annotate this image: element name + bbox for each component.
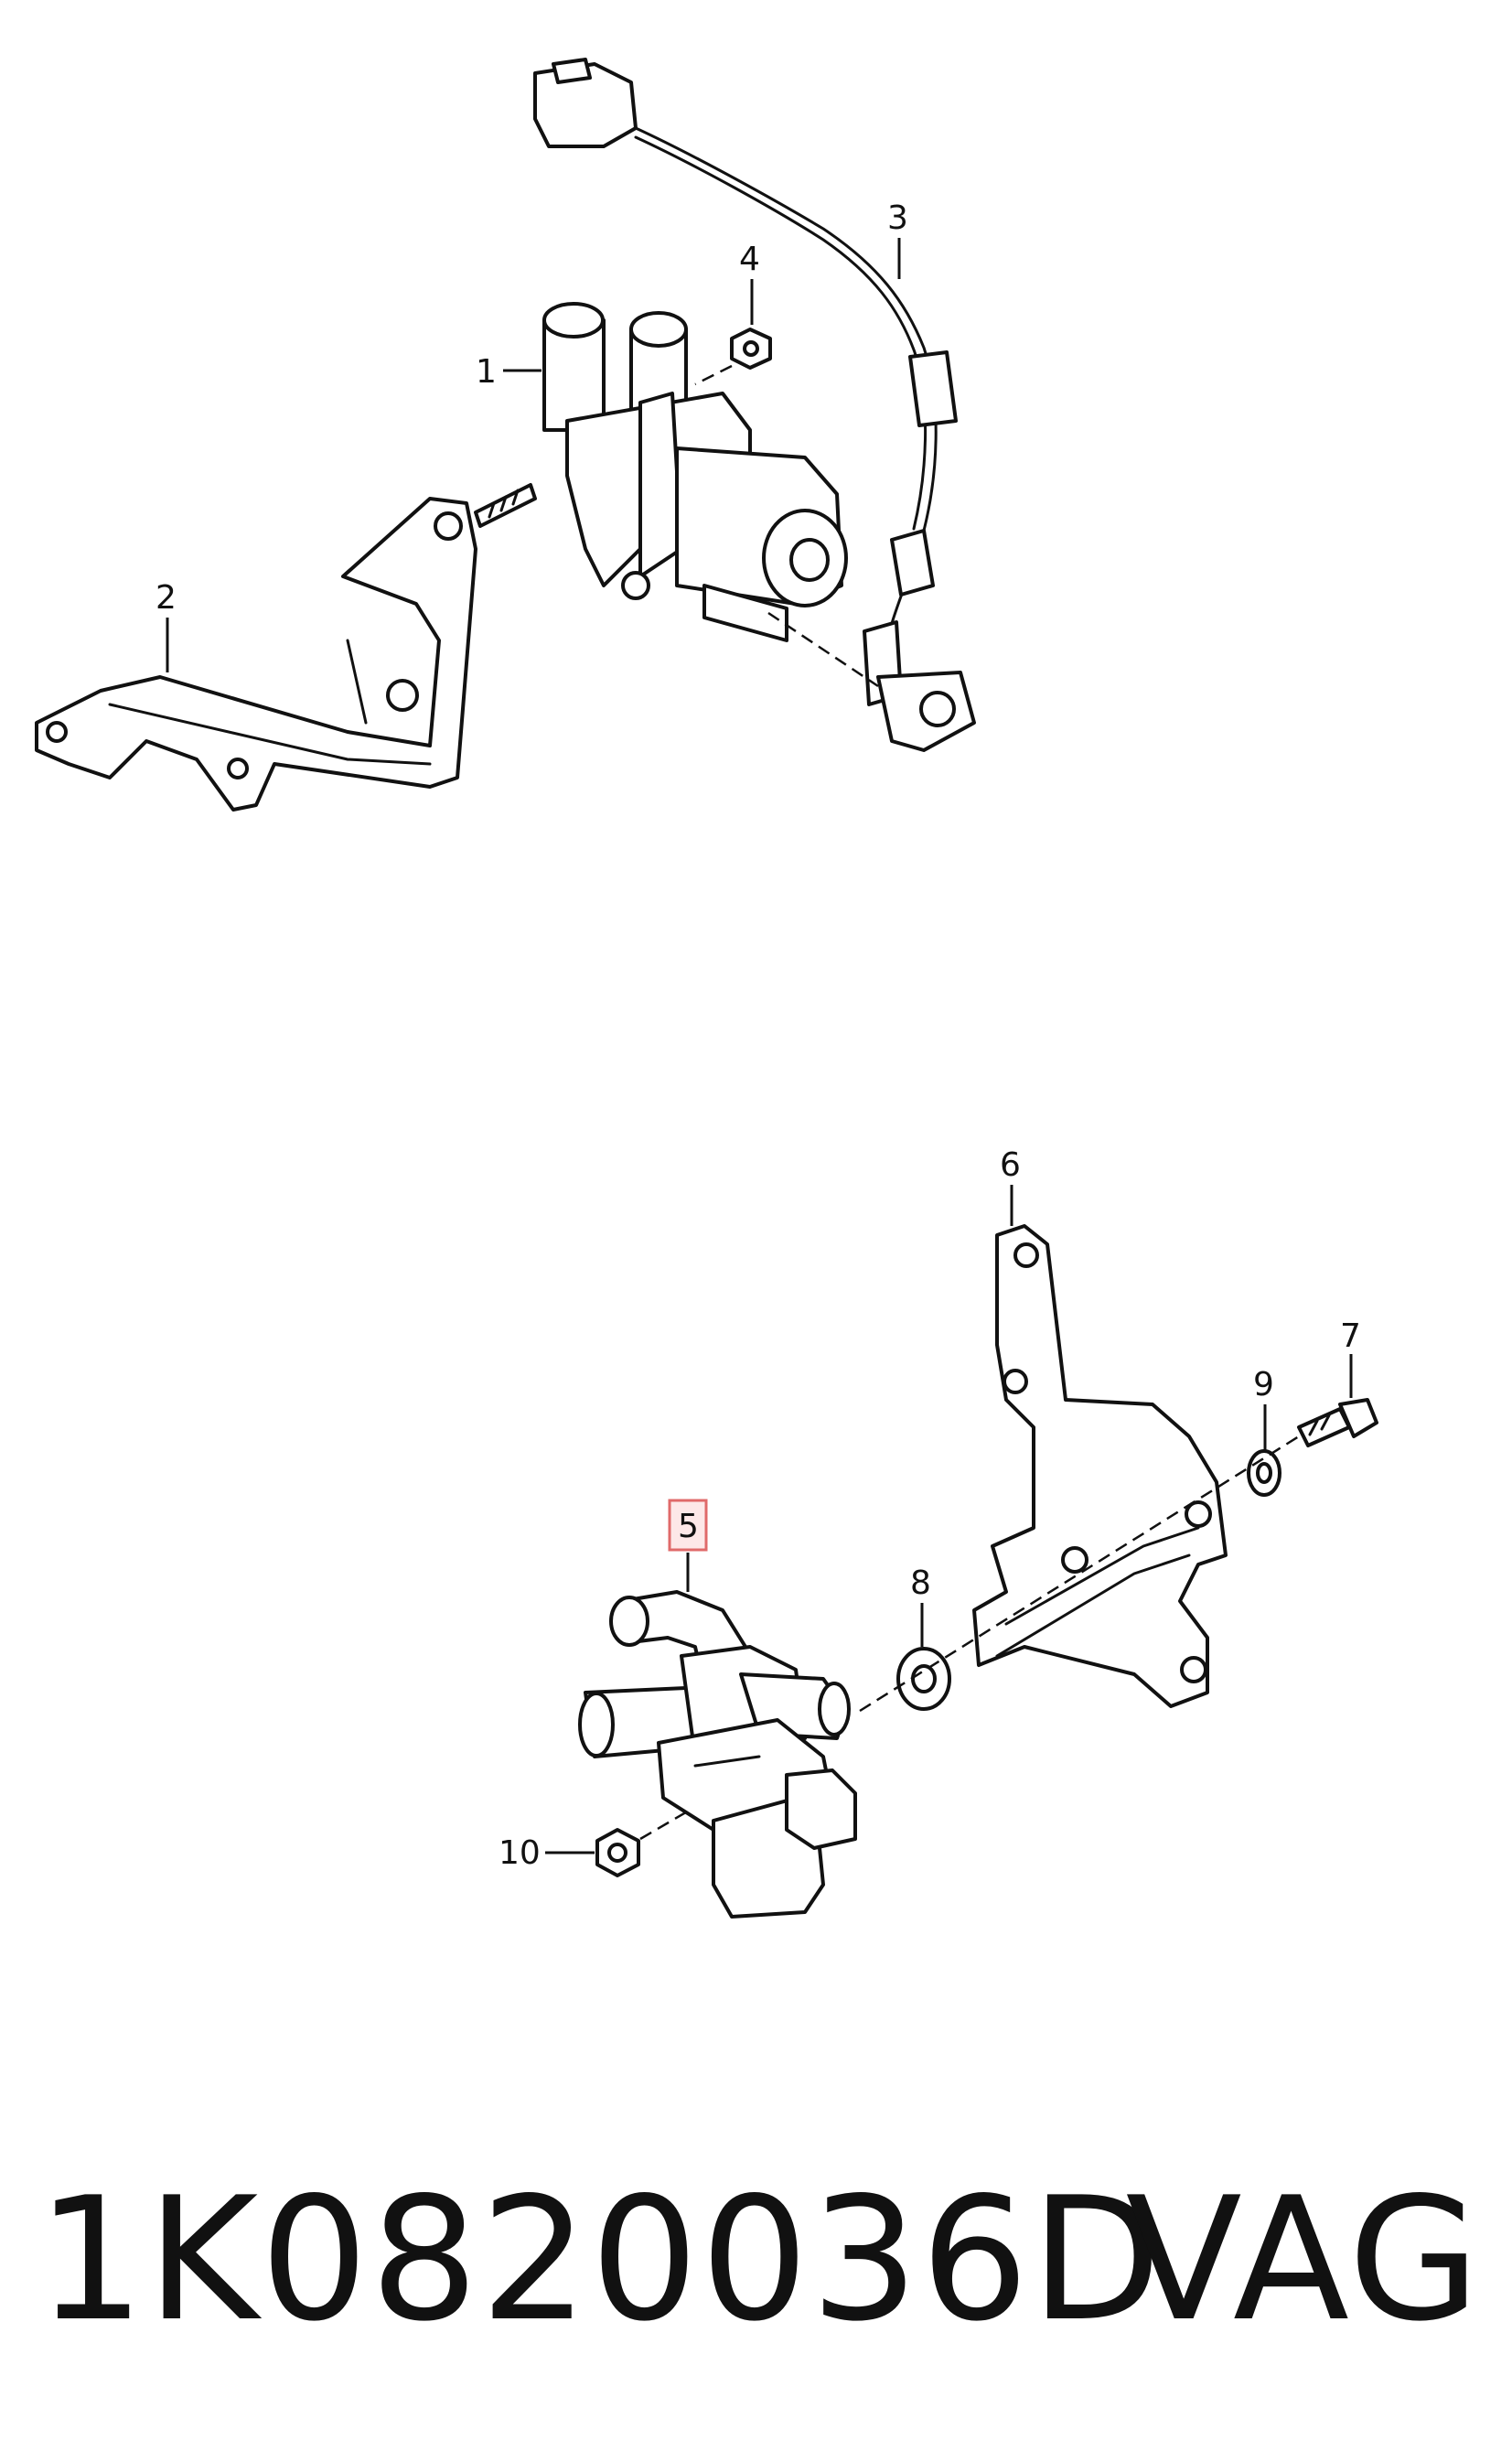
part-8-washer bbox=[896, 1647, 951, 1711]
part-6-bracket bbox=[972, 1224, 1228, 1708]
callout-7[interactable]: 7 bbox=[1340, 1317, 1361, 1355]
callout-8[interactable]: 8 bbox=[910, 1564, 931, 1602]
part-1-valve bbox=[542, 302, 848, 642]
callout-3[interactable]: 3 bbox=[887, 199, 908, 237]
alignment-line-bolt bbox=[859, 1435, 1300, 1713]
part-4-nut bbox=[694, 328, 772, 386]
brand-name: VAG bbox=[1125, 2160, 1482, 2359]
part-5-valve bbox=[578, 1590, 857, 1919]
part-2-bracket bbox=[35, 497, 477, 812]
callout-5-highlight bbox=[668, 1499, 708, 1552]
callout-6[interactable]: 6 bbox=[1000, 1146, 1021, 1184]
callout-5[interactable]: 5 bbox=[678, 1508, 699, 1545]
part-9-washer bbox=[1247, 1449, 1281, 1497]
callout-9[interactable]: 9 bbox=[1253, 1366, 1274, 1403]
callout-2[interactable]: 2 bbox=[155, 579, 177, 617]
part-3-wiring-harness bbox=[533, 58, 976, 752]
bottom-assembly: 5 6 7 8 9 10 bbox=[499, 1146, 1378, 1919]
top-assembly: 1 2 3 4 bbox=[35, 58, 976, 812]
part-10-nut bbox=[595, 1828, 640, 1877]
mounting-bolt-top bbox=[474, 483, 537, 528]
callout-10[interactable]: 10 bbox=[499, 1834, 541, 1872]
part-7-bolt bbox=[1297, 1398, 1378, 1447]
callout-4[interactable]: 4 bbox=[739, 241, 760, 278]
callout-1[interactable]: 1 bbox=[476, 353, 497, 391]
part-caption: 1K0820036D VAG bbox=[37, 2168, 1482, 2351]
part-number: 1K0820036D bbox=[37, 2160, 1163, 2359]
